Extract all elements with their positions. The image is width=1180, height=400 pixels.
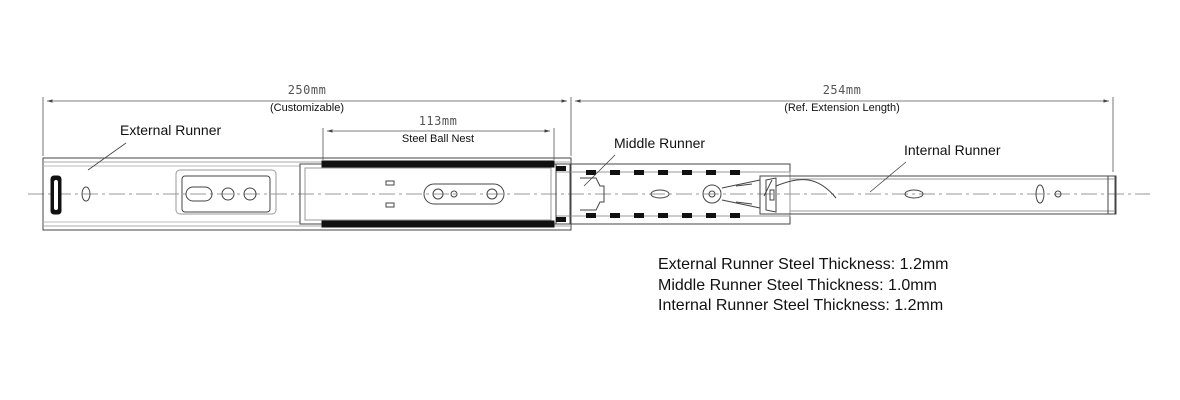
overall-dim-note: (Customizable) xyxy=(270,102,344,114)
spec-external-thickness: External Runner Steel Thickness: 1.2mm xyxy=(658,256,949,273)
thickness-specs: External Runner Steel Thickness: 1.2mm M… xyxy=(658,255,949,317)
middle-runner xyxy=(555,163,791,225)
extension-dim-note: (Ref. Extension Length) xyxy=(784,102,900,114)
ball-nest-dim-note: Steel Ball Nest xyxy=(402,133,474,145)
external-runner xyxy=(42,157,572,231)
extension-dim-value: 254mm xyxy=(823,83,862,97)
ball-nest-dim-value: 113mm xyxy=(419,114,458,128)
middle-runner-label: Middle Runner xyxy=(614,135,705,151)
overall-dim-value: 250mm xyxy=(288,83,327,97)
spec-internal-thickness: Internal Runner Steel Thickness: 1.2mm xyxy=(658,297,944,314)
spec-middle-thickness: Middle Runner Steel Thickness: 1.0mm xyxy=(658,276,937,294)
internal-runner xyxy=(759,175,1117,215)
leader-lines xyxy=(87,142,907,193)
external-runner-label: External Runner xyxy=(120,122,222,138)
dimension-lines xyxy=(42,97,1114,172)
ball-nest xyxy=(299,160,557,228)
internal-runner-label: Internal Runner xyxy=(904,142,1001,158)
